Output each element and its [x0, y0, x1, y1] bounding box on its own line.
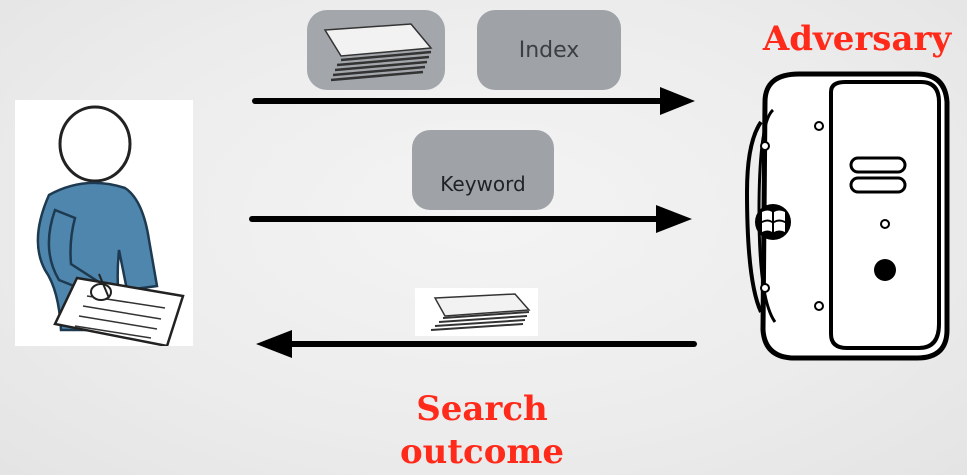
search-outcome-label: Search outcome — [372, 388, 592, 473]
search-outcome-line2: outcome — [399, 431, 565, 472]
document-stack-icon — [430, 293, 531, 331]
server-tower-icon — [744, 71, 950, 361]
user-figure — [15, 100, 193, 346]
search-outcome-line1: Search — [416, 389, 548, 429]
user-writing-icon — [36, 105, 185, 346]
outcome-documents-tile — [415, 288, 538, 336]
document-stack-icon — [323, 23, 433, 82]
keyword-label: Keyword — [440, 172, 526, 196]
keyword-pill: Keyword — [412, 130, 554, 210]
arrow-keyword-to-adversary — [249, 205, 692, 233]
adversary-server — [735, 62, 960, 367]
index-pill: Index — [477, 10, 621, 90]
documents-tile — [307, 10, 445, 90]
arrow-index-to-adversary — [252, 87, 695, 115]
arrow-outcome-to-user — [256, 330, 697, 358]
index-label: Index — [518, 37, 580, 63]
adversary-label: Adversary — [762, 19, 952, 59]
